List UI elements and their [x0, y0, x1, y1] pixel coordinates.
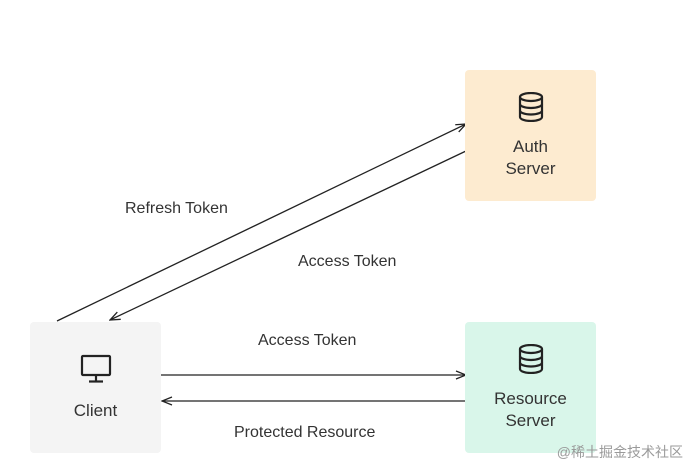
edge-label-access-token-resource: Access Token [258, 332, 357, 349]
resource-server-label-line2: Server [505, 410, 556, 430]
client-label: Client [73, 400, 118, 420]
auth-server-label-line2: Server [505, 158, 556, 178]
resource-server-label-line1: Resource [494, 388, 567, 408]
auth-server-label-line1: Auth [513, 136, 548, 156]
auth-server-node[interactable]: Auth Server [465, 70, 596, 201]
edge-label-protected-resource: Protected Resource [234, 424, 376, 441]
database-icon [518, 343, 544, 380]
watermark: @稀土掘金技术社区 [556, 444, 683, 460]
edge-label-access-token-auth: Access Token [298, 253, 397, 270]
edge-label-refresh-token: Refresh Token [125, 200, 228, 217]
resource-server-node[interactable]: Resource Server [465, 322, 596, 453]
monitor-icon [80, 354, 112, 390]
arrow-client-to-auth [56, 124, 466, 322]
arrow-auth-to-client [110, 150, 467, 320]
client-node[interactable]: Client [30, 322, 161, 453]
database-icon [518, 91, 544, 128]
